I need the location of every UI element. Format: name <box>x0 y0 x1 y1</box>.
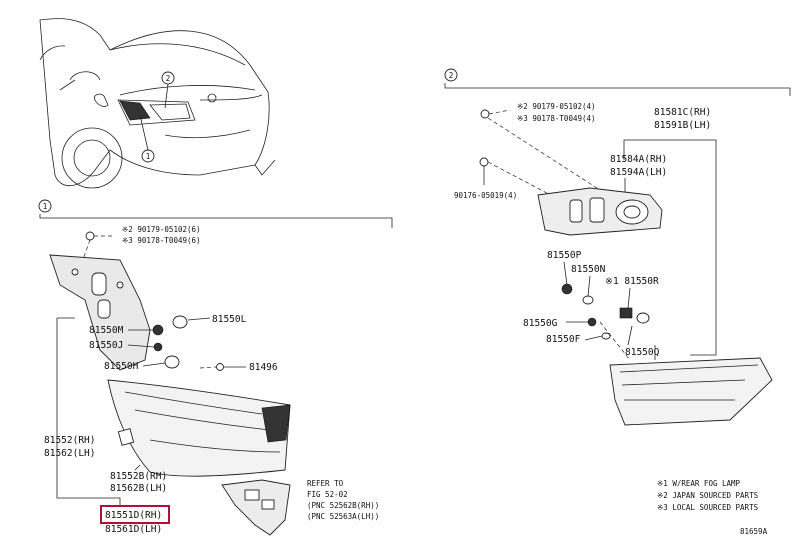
label-81550Q: 81550Q <box>625 347 660 358</box>
figure-code: 81659A <box>740 527 768 536</box>
section-1-marker <box>38 199 52 213</box>
highlight-81551D <box>100 505 170 524</box>
s1-screw-90178: ※3 90178-T0049(6) <box>122 236 201 245</box>
section-2-marker <box>444 68 458 82</box>
car-callout-2: 2 <box>166 74 171 83</box>
screw-icon <box>480 109 490 119</box>
section-1: 1 ※2 90179-05102(6) ※3 90178-T0049(6) 81… <box>38 199 393 536</box>
s1-screw-90179: ※2 90179-05102(6) <box>122 225 201 234</box>
label-81550L: 81550L <box>212 314 247 325</box>
refer-line-3: (PNC 52562B(RH)) <box>307 501 379 510</box>
car-illustration: 2 1 <box>39 18 276 189</box>
label-81496: 81496 <box>249 362 278 373</box>
label-81550F: 81550F <box>546 334 581 345</box>
label-81584A: 81584A(RH) <box>610 154 667 165</box>
label-81550J: 81550J <box>89 340 123 351</box>
svg-text:2: 2 <box>449 71 454 80</box>
label-81550H: 81550H <box>104 361 139 372</box>
label-81551D[interactable]: 81551D(RH) <box>105 510 162 521</box>
section-2: 2 ※2 90179-05102(4) ※3 90178-T0049(4) 90… <box>444 68 791 536</box>
legend-2: ※2 JAPAN SOURCED PARTS <box>657 491 759 500</box>
s2-screw-90178: ※3 90178-T0049(4) <box>517 114 596 123</box>
label-81550M: 81550M <box>89 325 124 336</box>
label-81561D: 81561D(LH) <box>105 524 162 535</box>
legend-1: ※1 W/REAR FOG LAMP <box>657 479 741 488</box>
screw-icon <box>479 157 489 167</box>
s2-screw-90179: ※2 90179-05102(4) <box>517 102 596 111</box>
s2-screw-90176: 90176-05019(4) <box>454 191 517 200</box>
label-81562B: 81562B(LH) <box>110 483 167 494</box>
legend-3: ※3 LOCAL SOURCED PARTS <box>657 503 759 512</box>
label-81550G: 81550G <box>523 318 558 329</box>
refer-line-2: FIG 52-02 <box>307 490 348 499</box>
label-81550P: 81550P <box>547 250 582 261</box>
label-81550N: 81550N <box>571 264 606 275</box>
screw-icon <box>85 231 95 241</box>
refer-line-1: REFER TO <box>307 479 344 488</box>
refer-line-4: (PNC 52563A(LH)) <box>307 512 379 521</box>
label-81581C: 81581C(RH) <box>654 107 711 118</box>
car-callout-1: 1 <box>146 152 151 161</box>
label-81562: 81562(LH) <box>44 448 95 459</box>
label-81552B: 81552B(RH) <box>110 471 167 482</box>
label-81550R: ※1 81550R <box>605 276 659 287</box>
label-81594A: 81594A(LH) <box>610 167 667 178</box>
label-81552: 81552(RH) <box>44 435 95 446</box>
label-81591B: 81591B(LH) <box>654 120 711 131</box>
svg-text:1: 1 <box>43 202 48 211</box>
